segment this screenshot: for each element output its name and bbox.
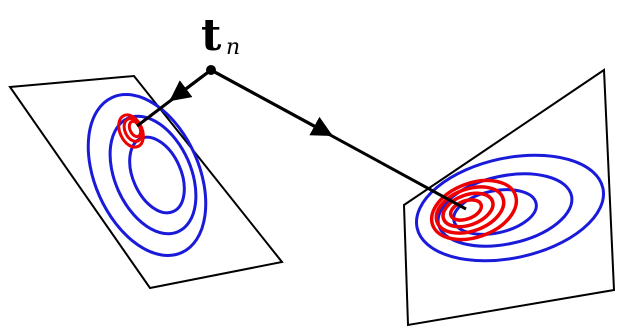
right-blue-contour-outer (414, 153, 606, 263)
vector-label: t n (201, 10, 240, 61)
left-plane-frame (8, 74, 284, 290)
left-plane (8, 74, 284, 290)
right-blue-contour-inner (452, 188, 538, 236)
right-plane (402, 68, 616, 327)
right-red-contour-3 (441, 191, 495, 229)
left-red-contour-3 (127, 119, 143, 139)
arrow-to-right-plane-head (210, 68, 333, 137)
right-red-contour-4 (448, 198, 484, 222)
arrow-to-left-plane-head (169, 68, 212, 102)
right-plane-frame (402, 68, 616, 327)
left-blue-contour-inner (128, 135, 186, 215)
vector-label-n: n (226, 35, 240, 60)
left-blue-contours (86, 93, 208, 257)
origin-point (206, 65, 216, 75)
left-blue-contour-outer (86, 93, 208, 257)
left-red-contours (117, 113, 145, 149)
right-red-contour-1 (429, 178, 519, 242)
vector-label-t: t (201, 10, 222, 61)
left-blue-contour-middle (108, 114, 198, 236)
right-red-contour-2 (434, 185, 506, 235)
right-red-contours (429, 178, 519, 242)
arrows (136, 68, 467, 211)
